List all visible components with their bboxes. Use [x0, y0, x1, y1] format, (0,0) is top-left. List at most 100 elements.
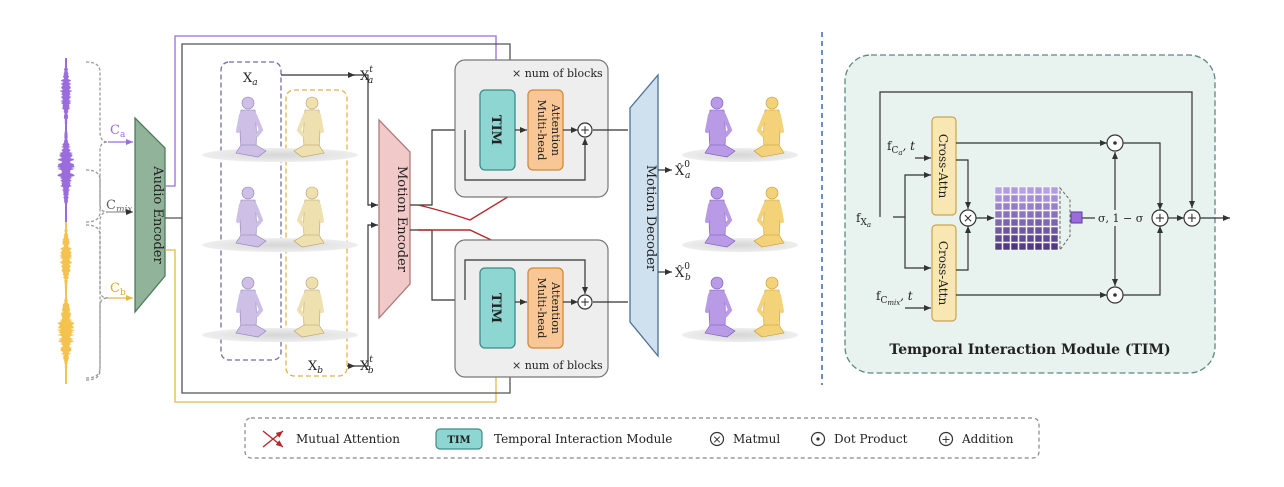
attention-cell — [1018, 234, 1027, 243]
attention-cell — [1034, 242, 1043, 251]
legend-add-icon: + — [938, 431, 954, 447]
tim-input-ca: fCa, t — [887, 139, 915, 157]
attention-cell — [1010, 226, 1019, 235]
attention-cell — [1050, 218, 1059, 227]
attention-cell — [1042, 210, 1051, 219]
attention-cell — [1002, 234, 1011, 243]
attention-cell — [1034, 186, 1043, 195]
attention-funnel — [1059, 186, 1071, 252]
tim-dot-bottom — [1106, 286, 1124, 304]
attention-cell — [1002, 242, 1011, 251]
legend-mutual-label: Mutual Attention — [296, 432, 400, 446]
attention-cell — [1034, 226, 1043, 235]
attention-cell — [1026, 202, 1035, 211]
encoder-input-lines — [353, 74, 378, 367]
label-cmix: Cmix — [106, 198, 132, 215]
cross-attn-bottom-label: Cross-Attn — [936, 241, 950, 306]
attention-cell — [994, 210, 1003, 219]
legend-add-label: Addition — [961, 432, 1014, 446]
motion-encoder-label: Motion Encoder — [394, 166, 409, 273]
attention-cell — [1010, 218, 1019, 227]
tim-wiring — [879, 91, 1230, 311]
attention-cell — [1010, 242, 1019, 251]
tim-box-bottom — [479, 267, 516, 349]
tim-matmul-node: × — [959, 209, 977, 227]
attention-cell — [1010, 234, 1019, 243]
svg-text:+: + — [580, 295, 590, 309]
sigma-label: σ, 1 − σ — [1098, 212, 1144, 225]
attention-cell — [1026, 218, 1035, 227]
svg-text:×: × — [712, 433, 721, 446]
legend-dot-icon — [810, 431, 826, 447]
attention-cell — [1002, 226, 1011, 235]
attention-cell — [1018, 202, 1027, 211]
attention-gate-cell — [1070, 211, 1083, 224]
cross-attn-top — [931, 116, 957, 216]
attention-cell — [1002, 194, 1011, 203]
attention-cell — [1010, 202, 1019, 211]
attn-box-top-label-1: Multi-head — [535, 100, 548, 161]
attention-cell — [1018, 242, 1027, 251]
attention-cell — [1050, 194, 1059, 203]
waveform-a — [57, 58, 75, 222]
legend-matmul-icon: × — [709, 431, 725, 447]
attention-cell — [994, 218, 1003, 227]
motion-figures — [202, 96, 358, 342]
attention-cell — [1034, 210, 1043, 219]
attention-cell — [994, 226, 1003, 235]
attention-cell — [1010, 210, 1019, 219]
attention-cell — [994, 186, 1003, 195]
cross-attn-bottom — [931, 224, 957, 322]
block-bottom-repeat: × num of blocks — [512, 359, 603, 372]
legend-tim-badge — [435, 428, 483, 450]
tim-dot-top — [1106, 134, 1124, 152]
attention-cell — [1050, 234, 1059, 243]
tim-plus-1: + — [1151, 209, 1169, 227]
svg-text:+: + — [1187, 211, 1198, 226]
attention-cell — [1002, 202, 1011, 211]
legend-dot-label: Dot Product — [834, 432, 908, 446]
tim-plus-2: + — [1183, 209, 1201, 227]
tim-module-title: Temporal Interaction Module (TIM) — [889, 342, 1170, 358]
tim-input-xa: fXa — [856, 211, 871, 229]
attention-matrix — [994, 186, 1059, 251]
attention-cell — [1002, 210, 1011, 219]
legend-tim-badge-label: TIM — [447, 435, 470, 446]
attention-cell — [1042, 242, 1051, 251]
attn-box-bottom-label-2: Attention — [549, 281, 562, 334]
attention-cell — [1042, 218, 1051, 227]
svg-text:+: + — [941, 433, 950, 446]
cross-attn-top-label: Cross-Attn — [936, 134, 950, 199]
attention-cell — [1026, 234, 1035, 243]
attention-cell — [1050, 226, 1059, 235]
motion-decoder-label: Motion Decoder — [643, 165, 658, 272]
attn-box-bottom-label-1: Multi-head — [535, 278, 548, 339]
attention-cell — [1042, 226, 1051, 235]
attention-cell — [1002, 218, 1011, 227]
legend-mutual-icon — [262, 430, 284, 448]
motion-decoder — [629, 73, 659, 358]
legend-tim-label: Temporal Interaction Module — [494, 432, 672, 446]
attention-cell — [1010, 186, 1019, 195]
svg-text:+: + — [1155, 211, 1166, 226]
attention-cell — [1034, 234, 1043, 243]
label-xb: Xb — [308, 359, 323, 376]
label-cb: Cb — [110, 281, 126, 298]
label-ca: Ca — [110, 123, 126, 140]
attention-cell — [1042, 234, 1051, 243]
tim-box-bottom-label: TIM — [488, 293, 503, 323]
attention-cell — [1050, 186, 1059, 195]
label-xa: Xa — [243, 71, 258, 88]
attention-cell — [1042, 202, 1051, 211]
attention-cell — [1018, 210, 1027, 219]
svg-text:+: + — [580, 123, 590, 137]
xa-group-box — [220, 61, 282, 361]
attention-cell — [1026, 194, 1035, 203]
waveform-b — [56, 222, 76, 384]
attention-cell — [1002, 186, 1011, 195]
plus-bottom: + — [577, 294, 593, 310]
svg-text:×: × — [963, 211, 973, 225]
plus-top: + — [577, 122, 593, 138]
